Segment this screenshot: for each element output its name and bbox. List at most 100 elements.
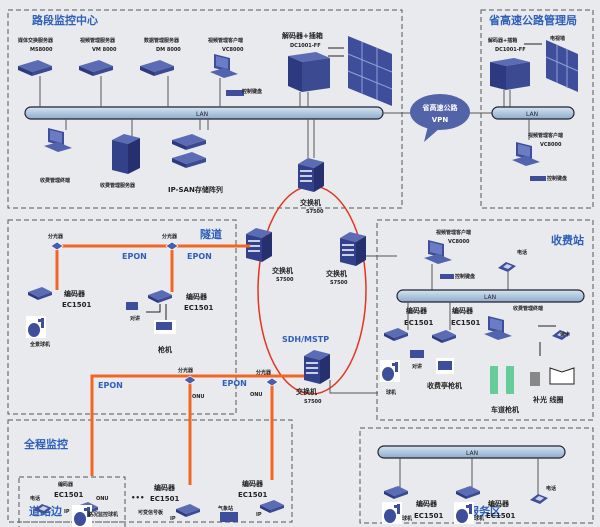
svg-text:媒体交换服务器: 媒体交换服务器	[17, 37, 54, 44]
svg-text:视频管理客户端: 视频管理客户端	[528, 132, 563, 139]
toll-phone: 电话	[498, 249, 527, 290]
toll-booth-gun-camera: 收费亭枪机	[427, 358, 462, 390]
svg-text:收费管理终端: 收费管理终端	[513, 305, 543, 312]
svg-text:VC8000: VC8000	[448, 239, 470, 245]
svg-text:EC1501: EC1501	[414, 512, 444, 520]
svg-text:解码器+插箱: 解码器+插箱	[282, 31, 323, 40]
svg-text:全景球机: 全景球机	[29, 341, 50, 348]
tunnel-encoder-1: 编码器 EC1501	[28, 287, 92, 309]
svg-text:球机: 球机	[474, 515, 484, 522]
svg-text:编码器: 编码器	[154, 483, 176, 492]
service-dome-1: 球机	[382, 502, 412, 524]
svg-text:交换机: 交换机	[296, 387, 317, 396]
svg-text:分光器: 分光器	[48, 233, 64, 240]
tunnel-encoder-2: 编码器 EC1501	[146, 290, 214, 320]
svg-text:编码器: 编码器	[406, 306, 428, 315]
keyboard-icon	[226, 90, 244, 96]
toll-intercom: 对讲	[410, 350, 424, 370]
svg-text:球机: 球机	[402, 515, 412, 522]
svg-text:电视墙: 电视墙	[550, 35, 565, 42]
center-client-vc8000: 视频管理客户端 VC8000 控制键盘	[208, 37, 262, 107]
toll-encoder-2: 编码器 EC1501	[432, 302, 481, 343]
svg-text:EC1501: EC1501	[486, 512, 516, 520]
provincial-lan-bar: LAN	[491, 106, 575, 120]
svg-text:编码器: 编码器	[242, 479, 264, 488]
svg-text:对讲: 对讲	[130, 315, 140, 322]
toll-client-vc8000: 视频管理客户端 VC8000 控制键盘	[424, 229, 475, 290]
toll-lane-gun-cameras: 车道枪机	[490, 366, 519, 414]
svg-text:LAN: LAN	[196, 111, 208, 118]
svg-text:控制键盘: 控制键盘	[455, 273, 475, 280]
keyboard-label: 控制键盘	[242, 88, 262, 95]
svg-text:电话: 电话	[517, 249, 527, 256]
svg-text:S7500: S7500	[306, 209, 324, 215]
svg-text:DC1001-FF: DC1001-FF	[495, 47, 526, 53]
svg-text:分光器: 分光器	[162, 233, 178, 240]
svg-text:球机: 球机	[386, 389, 396, 396]
region-tunnel-title: 隧道	[200, 227, 222, 241]
center-ipsan-storage: IP-SAN存储阵列	[168, 119, 223, 194]
center-server-ms8000: 媒体交换服务器 MS8000	[17, 37, 54, 107]
svg-text:收费管理服务器: 收费管理服务器	[100, 182, 136, 189]
center-decoder: 解码器+插箱 DC1001-FF	[282, 31, 344, 107]
svg-text:气象站: 气象站	[217, 505, 233, 512]
region-provincial-box	[480, 9, 594, 209]
svg-text:补光 线圈: 补光 线圈	[532, 395, 563, 404]
fullroute-splitter-2: 分光器 ONU	[250, 369, 279, 398]
svg-text:EC1501: EC1501	[62, 301, 92, 309]
toll-management-terminal: 收费管理终端	[484, 305, 556, 356]
svg-text:收费管理终端: 收费管理终端	[40, 177, 70, 184]
switch-top: 交换机 S7500	[298, 119, 324, 215]
tunnel-splitter-1: 分光器	[48, 233, 64, 251]
svg-text:LAN: LAN	[466, 450, 478, 457]
region-center-box	[7, 9, 403, 209]
svg-text:分光器: 分光器	[178, 367, 194, 374]
svg-text:EC1501: EC1501	[54, 491, 84, 499]
service-lan-bar: LAN	[377, 445, 566, 459]
svg-text:EC1501: EC1501	[184, 304, 214, 312]
region-fullroute-title: 全程监控	[23, 437, 68, 451]
provincial-decoder: 解码器+插箱 DC1001-FF	[488, 37, 542, 107]
fullroute-encoder-3: 编码器 EC1501	[238, 479, 284, 513]
svg-text:解码器+插箱: 解码器+插箱	[488, 37, 517, 44]
svg-text:ONU: ONU	[192, 394, 205, 400]
svg-text:视频管理客户端: 视频管理客户端	[436, 229, 471, 236]
svg-text:交换机: 交换机	[326, 269, 347, 278]
service-encoder-2: 编码器 EC1501	[456, 458, 516, 520]
tunnel-gun-camera: 枪机	[154, 320, 176, 354]
svg-text:EC1501: EC1501	[451, 319, 481, 327]
svg-text:分光器: 分光器	[256, 369, 272, 376]
fullroute-weather-station: 气象站 IP	[217, 505, 262, 522]
svg-text:编码器: 编码器	[488, 499, 510, 508]
svg-text:IP: IP	[256, 512, 262, 518]
fullroute-encoder-2: 编码器 EC1501	[150, 483, 200, 517]
svg-text:枪机: 枪机	[158, 345, 172, 354]
provincial-client-vc8000: 视频管理客户端 VC8000 控制键盘	[512, 119, 567, 182]
svg-text:IP: IP	[170, 516, 176, 522]
sdh-ring-label: SDH/MSTP	[282, 335, 329, 344]
svg-text:路况监控球机: 路况监控球机	[88, 511, 118, 518]
toll-encoder-1: 编码器 EC1501	[384, 302, 434, 341]
svg-text:交换机: 交换机	[300, 198, 321, 207]
tunnel-dome-camera: 全景球机	[26, 316, 50, 348]
svg-text:对讲: 对讲	[412, 363, 422, 370]
toll-card-reader: 读卡	[552, 330, 570, 340]
center-server-vm8000: 视频管理服务器 VM 8000	[79, 37, 117, 107]
roadside-phone: 电话 IP	[30, 495, 70, 515]
svg-text:ONU: ONU	[96, 496, 109, 502]
svg-text:LAN: LAN	[484, 294, 496, 301]
svg-text:省高速公路: 省高速公路	[422, 103, 459, 112]
center-toll-server: 收费管理服务器	[100, 119, 140, 189]
fullroute-epon-label-1: EPON	[98, 381, 123, 390]
svg-text:VC8000: VC8000	[540, 142, 562, 148]
service-encoder-1: 编码器 EC1501	[384, 458, 444, 520]
svg-text:读卡: 读卡	[560, 331, 570, 338]
svg-text:VPN: VPN	[432, 116, 449, 124]
fullroute-epon-label-2: EPON	[222, 379, 247, 388]
center-toll-terminal: 收费管理终端	[40, 119, 72, 184]
roadside-encoder: 编码器 EC1501 ONU	[54, 481, 109, 515]
fullroute-dots: •••	[131, 494, 144, 502]
fullroute-epon-links	[90, 374, 304, 485]
switch-bottom: 交换机 S7500	[296, 350, 378, 405]
